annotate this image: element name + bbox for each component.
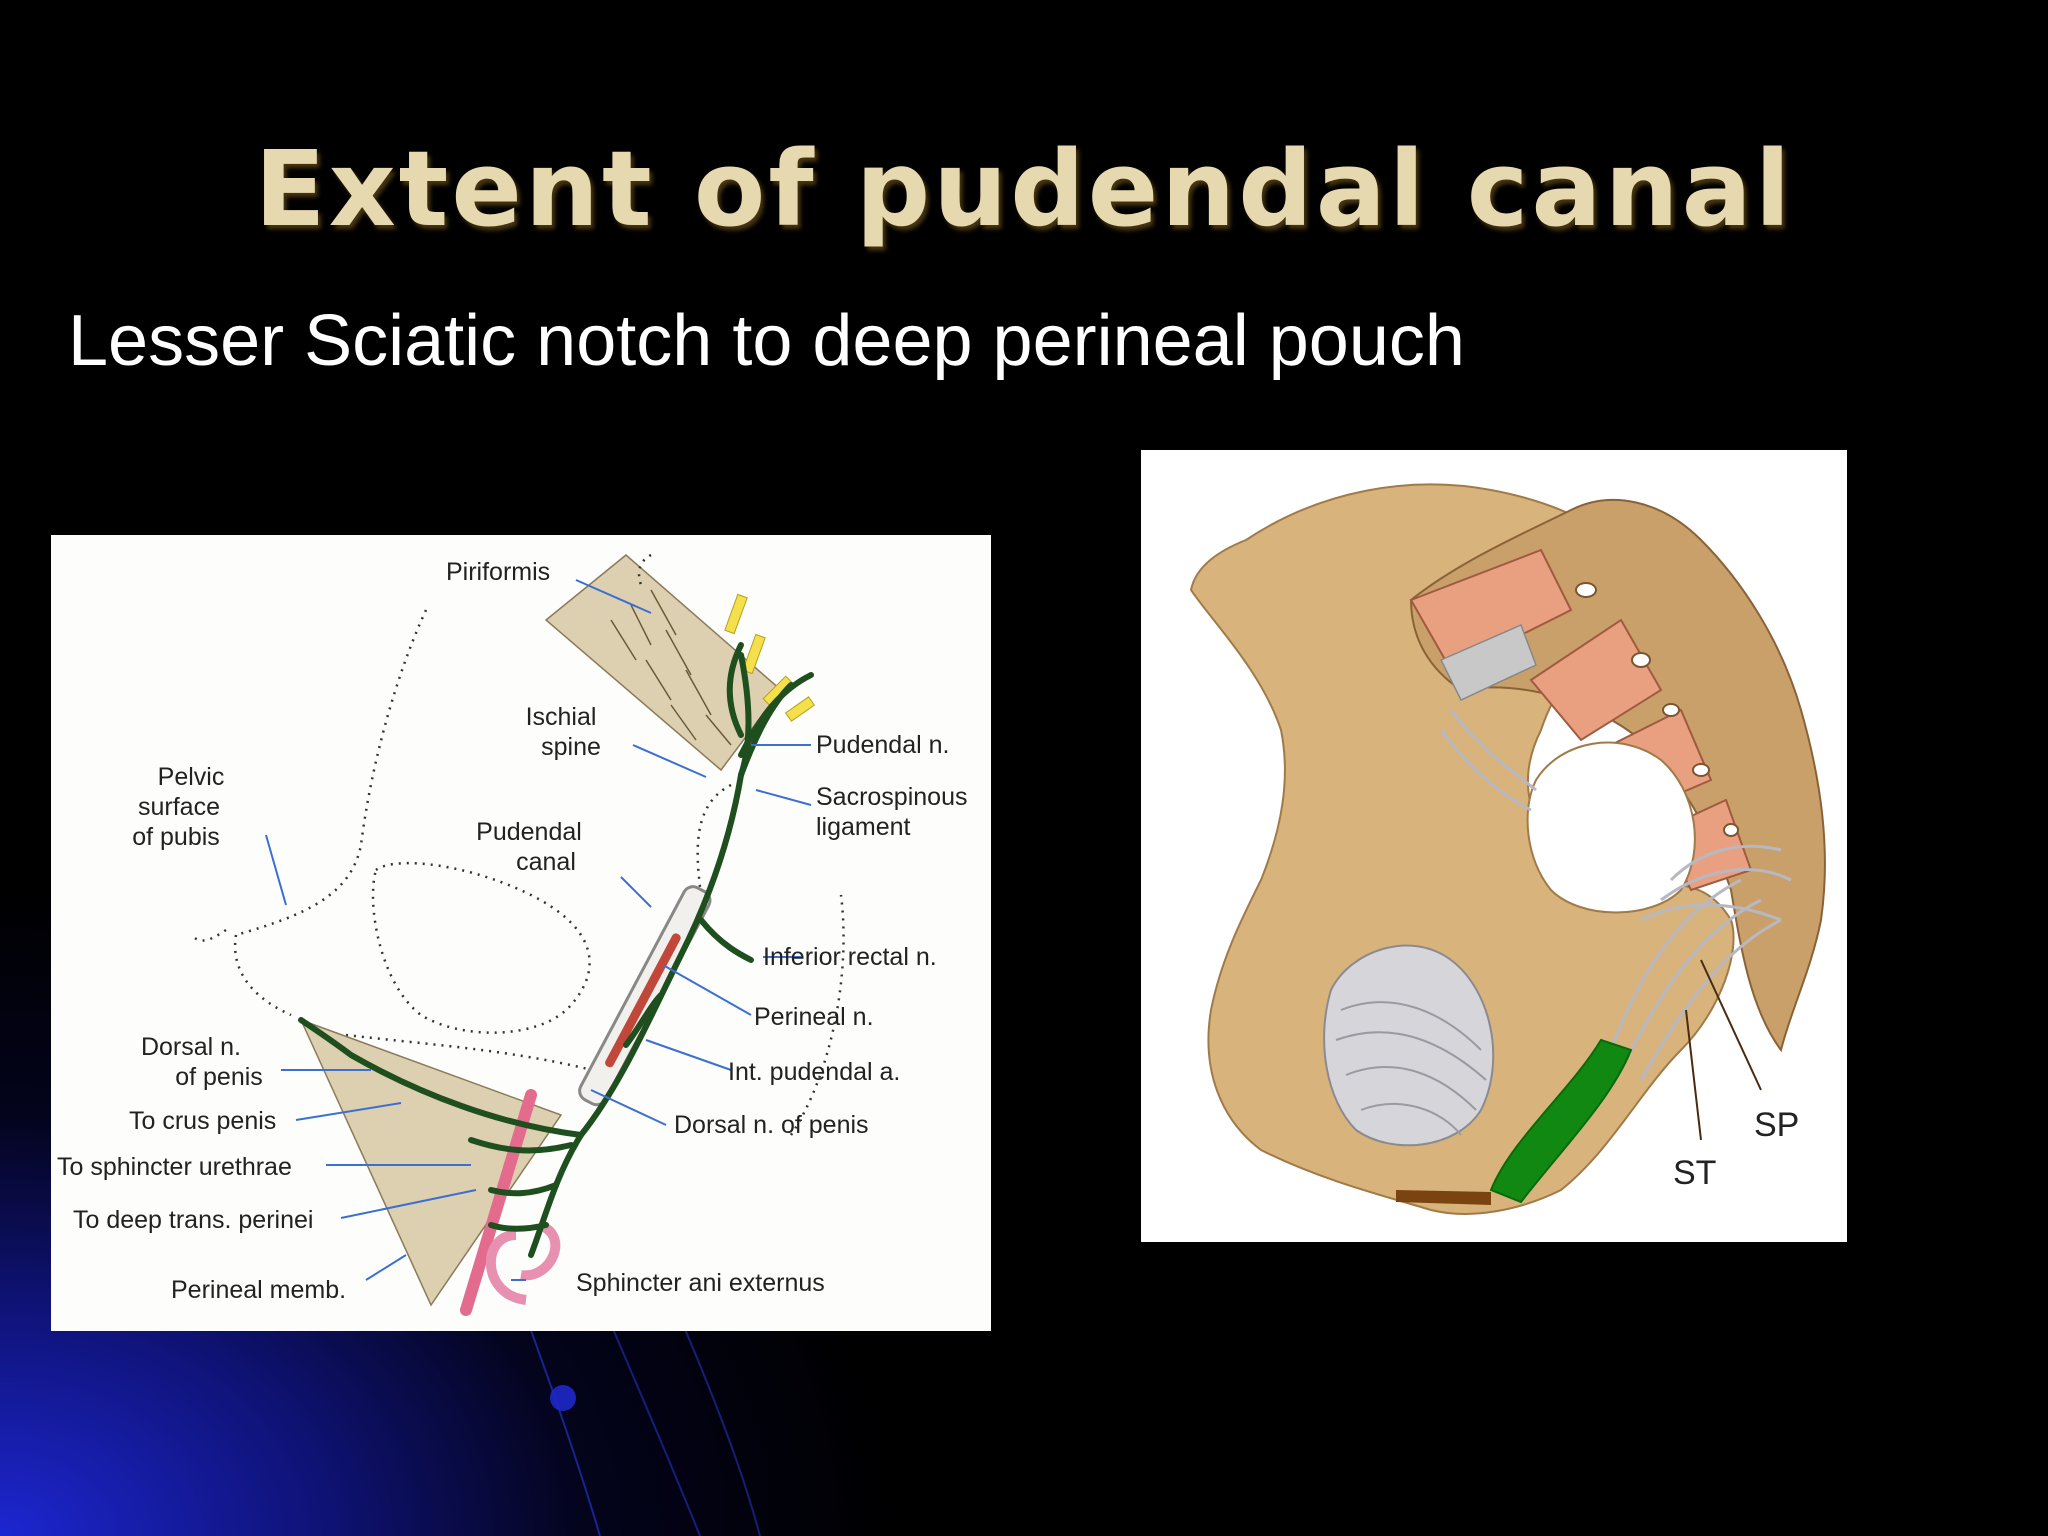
- label-inferior-rectal: Inferior rectal n.: [763, 943, 937, 971]
- label-to-crus-penis: To crus penis: [129, 1107, 276, 1135]
- label-st: ST: [1673, 1154, 1716, 1192]
- slide-title: Extent of pudendal canal: [254, 128, 1794, 250]
- label-sp: SP: [1754, 1106, 1799, 1144]
- pelvis-bone-diagram: SP ST: [1141, 450, 1847, 1242]
- label-piriformis: Piriformis: [446, 558, 550, 586]
- label-of-penis: of penis: [175, 1063, 263, 1091]
- label-perineal-memb: Perineal memb.: [171, 1276, 346, 1304]
- label-to-sphincter-urethrae: To sphincter urethrae: [57, 1153, 292, 1181]
- label-surface: surface: [138, 793, 220, 821]
- label-pelvic: Pelvic: [158, 763, 225, 791]
- label-dorsal-n: Dorsal n.: [141, 1033, 241, 1061]
- label-ischial-spine: Ischial: [526, 703, 597, 731]
- label-perineal-n: Perineal n.: [754, 1003, 874, 1031]
- label-ischial-spine-2: spine: [541, 733, 601, 761]
- pudendal-nerve-diagram: Piriformis Ischial spine Pudendal n. Sac…: [51, 535, 991, 1331]
- label-sacrospinous: Sacrospinous: [816, 783, 967, 811]
- label-of-pubis: of pubis: [132, 823, 220, 851]
- label-sacrospinous-2: ligament: [816, 813, 911, 841]
- label-to-deep-trans: To deep trans. perinei: [73, 1206, 313, 1234]
- label-sphincter-ani: Sphincter ani externus: [576, 1269, 825, 1297]
- slide-subtitle: Lesser Sciatic notch to deep perineal po…: [68, 301, 1465, 381]
- label-dorsal-n-penis-right: Dorsal n. of penis: [674, 1111, 869, 1139]
- label-int-pudendal-a: Int. pudendal a.: [728, 1058, 900, 1086]
- label-pudendal-canal: Pudendal: [476, 818, 582, 846]
- label-pudendal-n: Pudendal n.: [816, 731, 949, 759]
- label-canal: canal: [516, 848, 576, 876]
